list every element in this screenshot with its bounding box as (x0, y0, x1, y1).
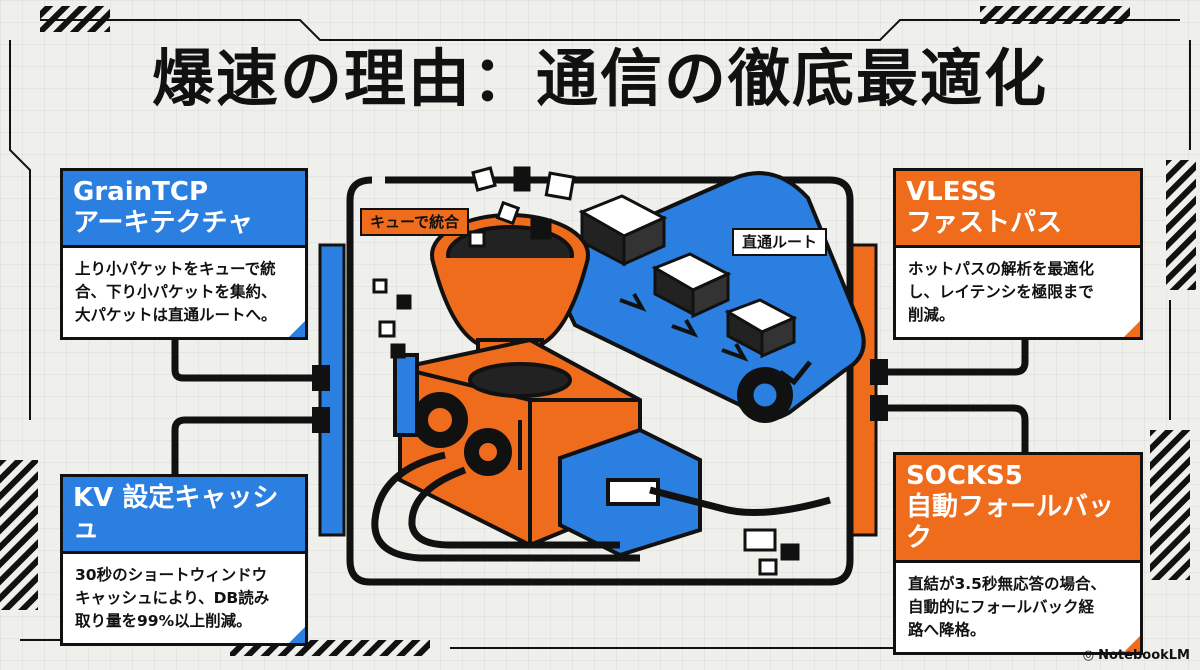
notebooklm-logo: ◎ NotebookLM (1083, 648, 1190, 663)
socks5-body-line1: 直結が3.5秒無応答の場合、 (908, 575, 1106, 593)
direct-route-tag: 直通ルート (732, 228, 828, 256)
socks5-heading-line1: SOCKS5 (906, 461, 1023, 491)
packet-boxes (578, 194, 798, 359)
machine-pipes (371, 451, 831, 562)
vless-heading: VLESS ファストパス (893, 168, 1143, 248)
vless-description: ホットパスの解析を最適化 し、レイテンシを極限まで 削減。 (893, 248, 1143, 340)
kvcache-body-line3: 取り量を99%以上削減。 (75, 612, 252, 630)
corner-accent (1124, 321, 1140, 337)
graintcp-heading: GrainTCP アーキテクチャ (60, 168, 308, 248)
vless-heading-line1: VLESS (906, 177, 997, 207)
graintcp-heading-line1: GrainTCP (73, 177, 209, 207)
connector-couplers (312, 359, 888, 433)
graintcp-body-line1: 上り小パケットをキューで統 (75, 260, 276, 278)
socks5-body-line3: 路へ降格。 (908, 621, 986, 639)
kvcache-heading-line1: KV 設定キャッシュ (73, 483, 279, 544)
socks5-card: SOCKS5 自動フォールバック 直結が3.5秒無応答の場合、 自動的にフォール… (893, 452, 1143, 655)
socks5-heading-line2: 自動フォールバック (906, 492, 1115, 553)
card-connectors (171, 330, 1029, 476)
socks5-description: 直結が3.5秒無応答の場合、 自動的にフォールバック経 路へ降格。 (893, 563, 1143, 655)
queue-merge-tag: キューで統合 (360, 208, 470, 236)
kvcache-body-line2: キャッシュにより、DB読み (75, 589, 270, 607)
kvcache-description: 30秒のショートウィンドウ キャッシュにより、DB読み 取り量を99%以上削減。 (60, 554, 308, 646)
graintcp-card: GrainTCP アーキテクチャ 上り小パケットをキューで統 合、下り小パケット… (60, 168, 308, 340)
circuit-loop (346, 176, 854, 586)
vless-heading-line2: ファストパス (906, 208, 1063, 238)
kvcache-body-line1: 30秒のショートウィンドウ (75, 566, 268, 584)
kvcache-heading: KV 設定キャッシュ (60, 474, 308, 554)
vless-body-line3: 削減。 (908, 306, 955, 324)
notebooklm-label: NotebookLM (1098, 648, 1190, 663)
socks5-body-line2: 自動的にフォールバック経 (908, 598, 1095, 616)
graintcp-heading-line2: アーキテクチャ (73, 208, 254, 238)
corner-accent (289, 627, 305, 643)
vless-card: VLESS ファストパス ホットパスの解析を最適化 し、レイテンシを極限まで 削… (893, 168, 1143, 340)
graintcp-body-line3: 大パケットは直通ルートへ。 (75, 306, 277, 324)
kvcache-card: KV 設定キャッシュ 30秒のショートウィンドウ キャッシュにより、DB読み 取… (60, 474, 308, 646)
corner-accent (1124, 636, 1140, 652)
side-rails (318, 243, 878, 537)
socks5-heading: SOCKS5 自動フォールバック (893, 452, 1143, 563)
flying-packets (372, 166, 576, 359)
page-title: 爆速の理由：通信の徹底最適化 (151, 42, 1048, 115)
notebooklm-icon: ◎ (1082, 648, 1095, 663)
corner-accent (289, 321, 305, 337)
outgoing-packets (743, 528, 800, 576)
vless-body-line1: ホットパスの解析を最適化 (908, 260, 1095, 278)
vless-body-line2: し、レイテンシを極限まで (908, 283, 1094, 301)
graintcp-description: 上り小パケットをキューで統 合、下り小パケットを集約、 大パケットは直通ルートへ… (60, 248, 308, 340)
graintcp-body-line2: 合、下り小パケットを集約、 (75, 283, 277, 301)
